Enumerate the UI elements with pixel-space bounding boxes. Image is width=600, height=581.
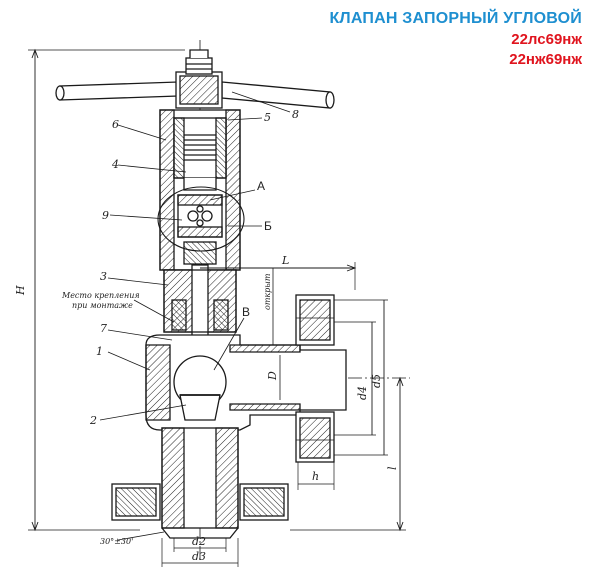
inlet-pipe xyxy=(111,427,289,539)
dim-label-h: h xyxy=(312,470,319,483)
dim-label-D: D xyxy=(266,371,279,381)
dim-label-d4: d4 xyxy=(356,386,369,400)
leader-4 xyxy=(117,164,187,173)
leader-3 xyxy=(107,277,169,286)
leader-v xyxy=(213,317,245,371)
leader-5 xyxy=(227,117,263,121)
dim-label-L: L xyxy=(281,254,289,267)
leader-8 xyxy=(231,91,291,113)
dim-label-d5: d5 xyxy=(370,374,383,388)
callout-detail-a: А xyxy=(257,179,265,193)
mounting-note-line1: Место крепления xyxy=(61,291,140,300)
leader-1 xyxy=(107,351,151,371)
dim-label-open: открыт xyxy=(263,273,272,310)
dim-label-d3: d3 xyxy=(192,550,206,563)
callout-3: 3 xyxy=(100,270,107,283)
callout-9: 9 xyxy=(102,209,109,222)
callout-6: 6 xyxy=(112,118,119,131)
leader-a xyxy=(209,189,256,201)
valve-body xyxy=(145,334,347,431)
dim-label-d2: d2 xyxy=(192,535,206,548)
callout-8: 8 xyxy=(292,108,299,121)
title-block: КЛАПАН ЗАПОРНЫЙ УГЛОВОЙ 22лс69нж 22нж69н… xyxy=(329,10,582,68)
callout-2: 2 xyxy=(89,414,97,427)
dim-label-chamfer: 30°±30' xyxy=(100,537,133,546)
leader-2 xyxy=(99,404,187,421)
drawing-title: КЛАПАН ЗАПОРНЫЙ УГЛОВОЙ xyxy=(329,10,582,27)
leader-mount xyxy=(133,299,175,323)
handle xyxy=(55,49,335,109)
model-number-1: 22лс69нж xyxy=(511,31,582,48)
gland xyxy=(163,269,237,333)
leader-6 xyxy=(117,124,167,141)
mounting-note-line2: при монтаже xyxy=(72,301,133,310)
leader-7 xyxy=(107,329,173,341)
detail-circle-ab xyxy=(157,186,245,252)
callout-detail-v: В xyxy=(242,305,250,319)
leader-chamfer xyxy=(117,531,165,541)
dim-label-H: H xyxy=(14,285,27,296)
callout-1: 1 xyxy=(96,345,103,358)
callout-4: 4 xyxy=(111,158,119,171)
callout-detail-b: Б xyxy=(264,219,272,233)
dim-label-l: l xyxy=(386,466,399,470)
callout-5: 5 xyxy=(264,111,271,124)
model-number-2: 22нж69нж xyxy=(509,51,582,68)
outlet-flange xyxy=(295,294,335,463)
leader-9 xyxy=(109,214,183,221)
bonnet xyxy=(159,109,241,271)
callout-7: 7 xyxy=(100,322,107,335)
